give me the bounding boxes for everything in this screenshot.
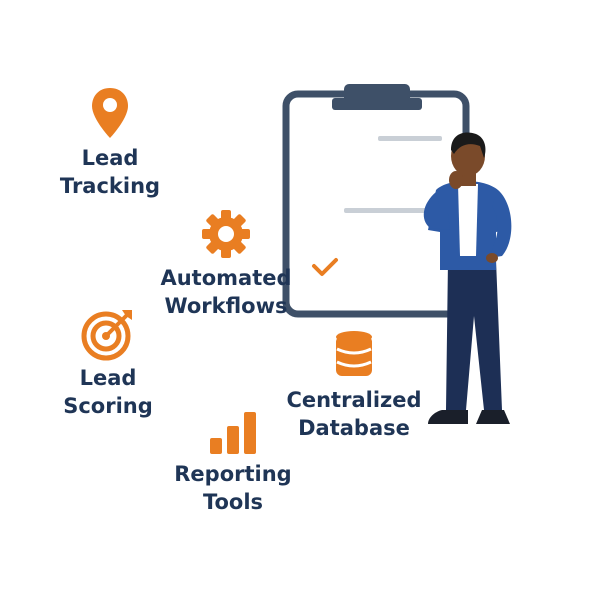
feature-label-line: Centralized <box>286 388 422 412</box>
feature-automated-workflows: Automated Workflows <box>152 208 300 320</box>
feature-label-line: Lead <box>79 366 137 390</box>
gear-icon <box>202 210 250 258</box>
person-clipboard-illustration <box>282 84 512 424</box>
target-icon <box>81 310 132 361</box>
database-icon <box>336 331 372 376</box>
feature-label-line: Reporting <box>174 462 292 486</box>
feature-label-line: Tools <box>202 490 264 514</box>
person-figure <box>423 132 512 424</box>
feature-lead-scoring: Lead Scoring <box>48 306 168 420</box>
feature-label: Reporting Tools <box>174 460 291 516</box>
feature-label: Automated Workflows <box>160 264 291 320</box>
feature-reporting-tools: Reporting Tools <box>168 410 298 516</box>
feature-label-line: Workflows <box>164 294 288 318</box>
feature-lead-tracking: Lead Tracking <box>50 86 170 200</box>
feature-label-line: Automated <box>160 266 292 290</box>
feature-label-line: Tracking <box>59 174 161 198</box>
feature-centralized-database: Centralized Database <box>274 330 434 442</box>
feature-label-line: Lead <box>81 146 139 170</box>
feature-label: Lead Tracking <box>60 144 160 200</box>
map-pin-icon <box>92 88 128 138</box>
feature-label-line: Scoring <box>63 394 153 418</box>
feature-label-line: Database <box>298 416 410 440</box>
feature-label: Centralized Database <box>286 386 421 442</box>
feature-label: Lead Scoring <box>63 364 153 420</box>
bar-chart-icon <box>210 412 256 454</box>
